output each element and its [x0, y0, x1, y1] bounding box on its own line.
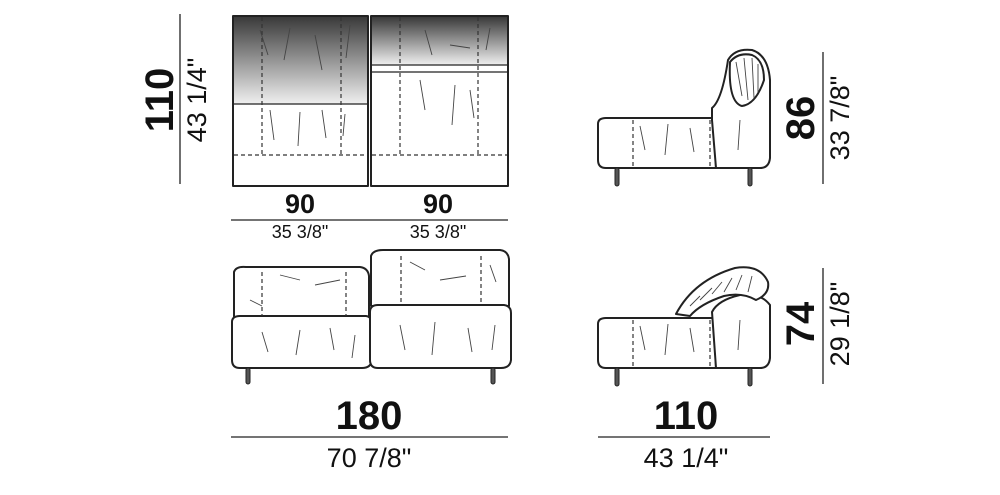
top-depth-in: 43 1/4" — [182, 58, 212, 143]
top-right-width-in: 35 3/8" — [410, 222, 466, 242]
top-view: 110 43 1/4" 90 90 35 3 — [138, 14, 509, 242]
top-left-width-cm: 90 — [285, 189, 315, 219]
backrest-shading — [234, 17, 367, 104]
side-reclined-front-leg — [614, 367, 620, 387]
reclined-height-cm: 74 — [779, 301, 823, 346]
reclined-height-in: 29 1/8" — [825, 282, 855, 367]
front-right-module — [369, 249, 512, 385]
front-left-leg — [245, 367, 251, 385]
side-depth-in: 43 1/4" — [644, 443, 729, 473]
front-left-module — [231, 265, 373, 385]
front-view: 180 70 7/8" — [231, 249, 512, 473]
top-right-width-cm: 90 — [423, 189, 453, 219]
top-right-module — [370, 15, 509, 187]
front-right-leg — [490, 367, 496, 385]
front-width-in: 70 7/8" — [327, 443, 412, 473]
backrest-shading — [372, 17, 507, 65]
upright-height-in: 33 7/8" — [825, 76, 855, 161]
side-depth-cm: 110 — [654, 394, 719, 438]
top-depth-cm: 110 — [138, 68, 182, 133]
front-width-cm: 180 — [336, 394, 403, 438]
side-upright-back-leg — [747, 167, 753, 187]
top-left-width-in: 35 3/8" — [272, 222, 328, 242]
side-view-reclined: 74 29 1/8" 110 43 1/4" — [597, 266, 855, 473]
side-upright-front-leg — [614, 167, 620, 187]
side-view-upright: 86 33 7/8" — [597, 48, 855, 187]
side-reclined-back-leg — [747, 367, 753, 387]
top-left-module — [232, 15, 369, 187]
upright-height-cm: 86 — [779, 96, 823, 141]
